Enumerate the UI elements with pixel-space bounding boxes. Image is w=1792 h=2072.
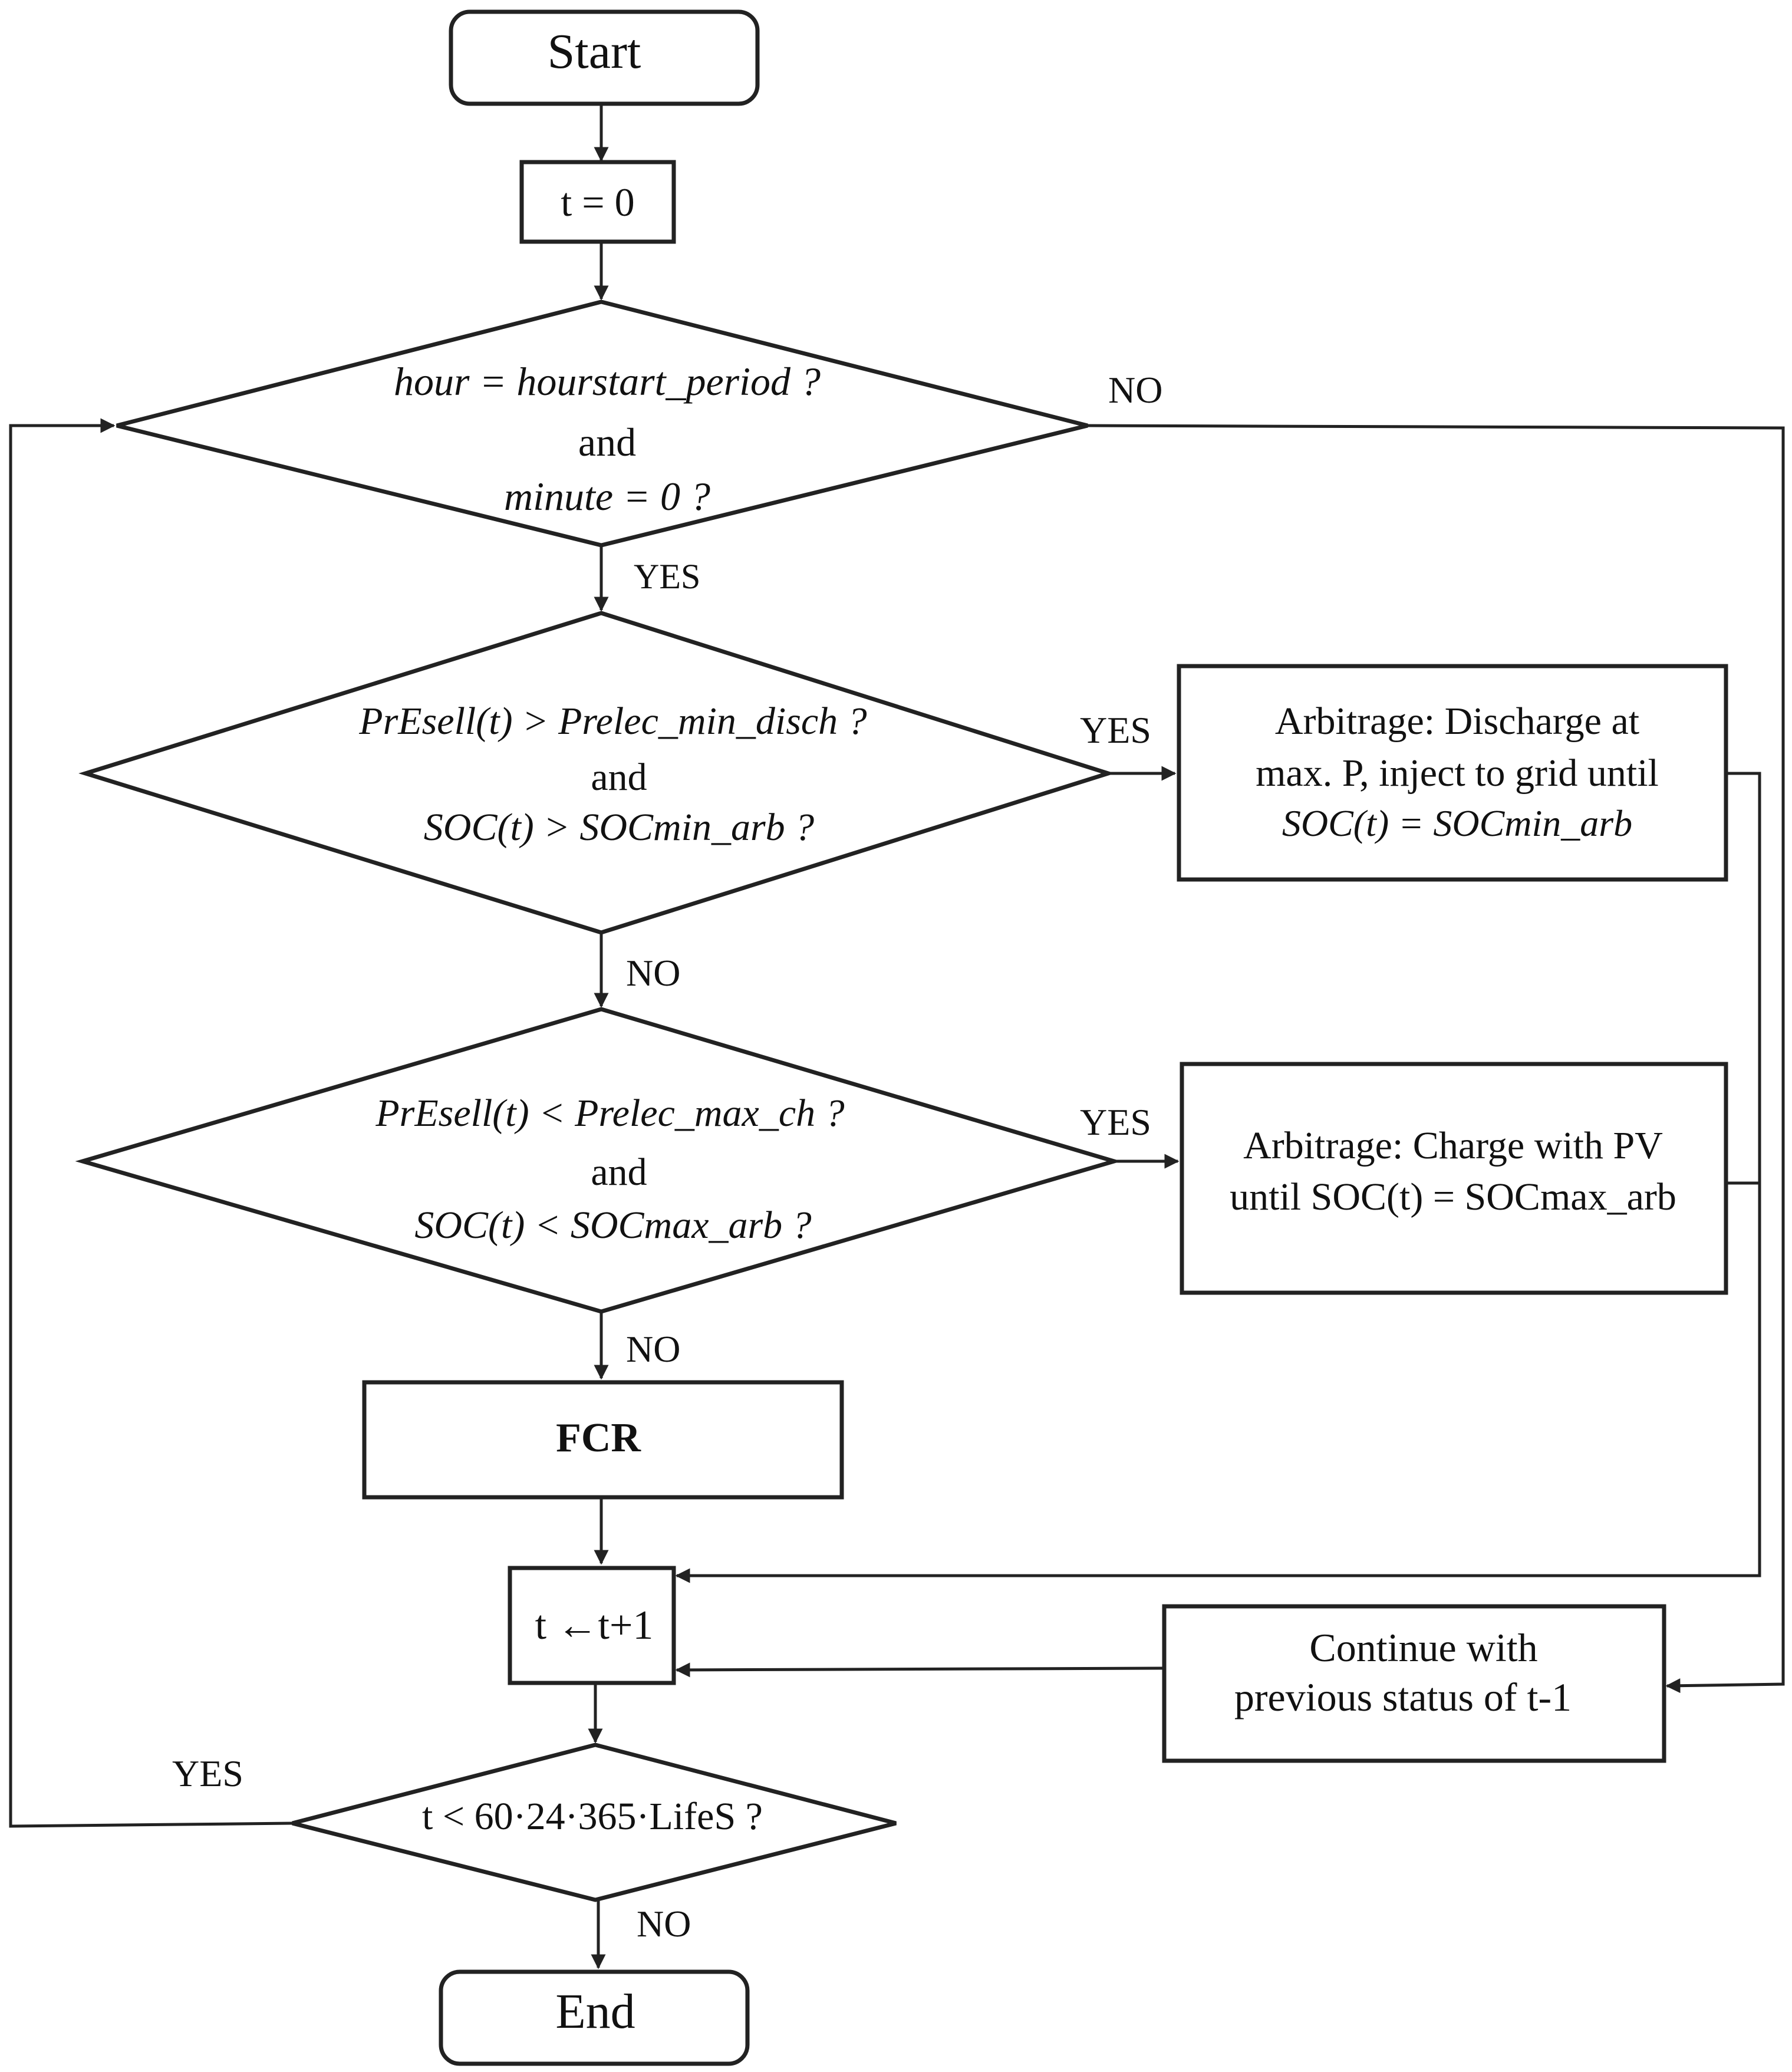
continue-line1: Continue with xyxy=(1309,1625,1537,1670)
label-discharge-yes: YES xyxy=(1080,709,1151,751)
edges xyxy=(9,104,1785,1969)
start-terminal xyxy=(449,9,760,106)
action-discharge-box xyxy=(1177,664,1728,882)
fcr-box xyxy=(362,1380,844,1500)
edge-decision-start-no xyxy=(1087,424,1785,1694)
start-label: Start xyxy=(548,24,641,79)
decision-charge-line3: SOC(t) < SOCmax_arb ? xyxy=(414,1204,811,1247)
decision-start-line1: hour = hourstart_period ? xyxy=(394,359,821,404)
label-charge-no: NO xyxy=(626,1328,680,1370)
decision-life-diamond xyxy=(292,1742,897,1902)
decision-discharge-diamond xyxy=(78,611,1115,935)
decision-discharge-line2: and xyxy=(591,756,647,799)
action-charge-line2: until SOC(t) = SOCmax_arb xyxy=(1230,1175,1676,1218)
label-start-no: NO xyxy=(1108,369,1162,411)
action-charge-box xyxy=(1180,1062,1728,1295)
action-charge-line1: Arbitrage: Charge with PV xyxy=(1243,1124,1663,1167)
decision-start-line3: minute = 0 ? xyxy=(504,474,710,519)
decision-charge-line2: and xyxy=(591,1151,647,1194)
label-life-yes: YES xyxy=(172,1753,243,1794)
increment-label: t ←t+1 xyxy=(535,1603,654,1648)
fcr-label: FCR xyxy=(556,1415,641,1461)
decision-start-line2: and xyxy=(578,420,636,465)
decision-start-diamond xyxy=(116,299,1088,548)
action-discharge-line3: SOC(t) = SOCmin_arb xyxy=(1282,802,1632,844)
decision-life-label: t < 60·24·365·LifeS ? xyxy=(422,1795,763,1838)
decision-discharge-line3: SOC(t) > SOCmin_arb ? xyxy=(424,806,814,849)
action-discharge-line2: max. P, inject to grid until xyxy=(1256,752,1659,795)
label-start-yes: YES xyxy=(634,557,700,596)
decision-discharge-line1: PrEsell(t) > Prelec_min_disch ? xyxy=(358,700,867,743)
init-label: t = 0 xyxy=(561,180,634,225)
continue-box xyxy=(1162,1604,1666,1763)
increment-box xyxy=(508,1566,676,1685)
continue-line2: previous status of t-1 xyxy=(1234,1675,1572,1719)
action-discharge-line1: Arbitrage: Discharge at xyxy=(1275,700,1639,743)
edge-decision-life-yes-loop xyxy=(9,418,293,1828)
end-label: End xyxy=(555,1984,635,2039)
label-charge-yes: YES xyxy=(1080,1101,1151,1143)
decision-charge-line1: PrEsell(t) < Prelec_max_ch ? xyxy=(375,1092,844,1135)
decision-charge-diamond xyxy=(75,1007,1122,1314)
init-process xyxy=(519,160,676,244)
end-terminal xyxy=(439,1969,750,2066)
edge-arbitrage-to-increment xyxy=(675,772,1761,1583)
label-life-no: NO xyxy=(637,1903,691,1945)
label-discharge-no: NO xyxy=(626,952,680,994)
edge-continue-to-increment xyxy=(675,1662,1165,1678)
